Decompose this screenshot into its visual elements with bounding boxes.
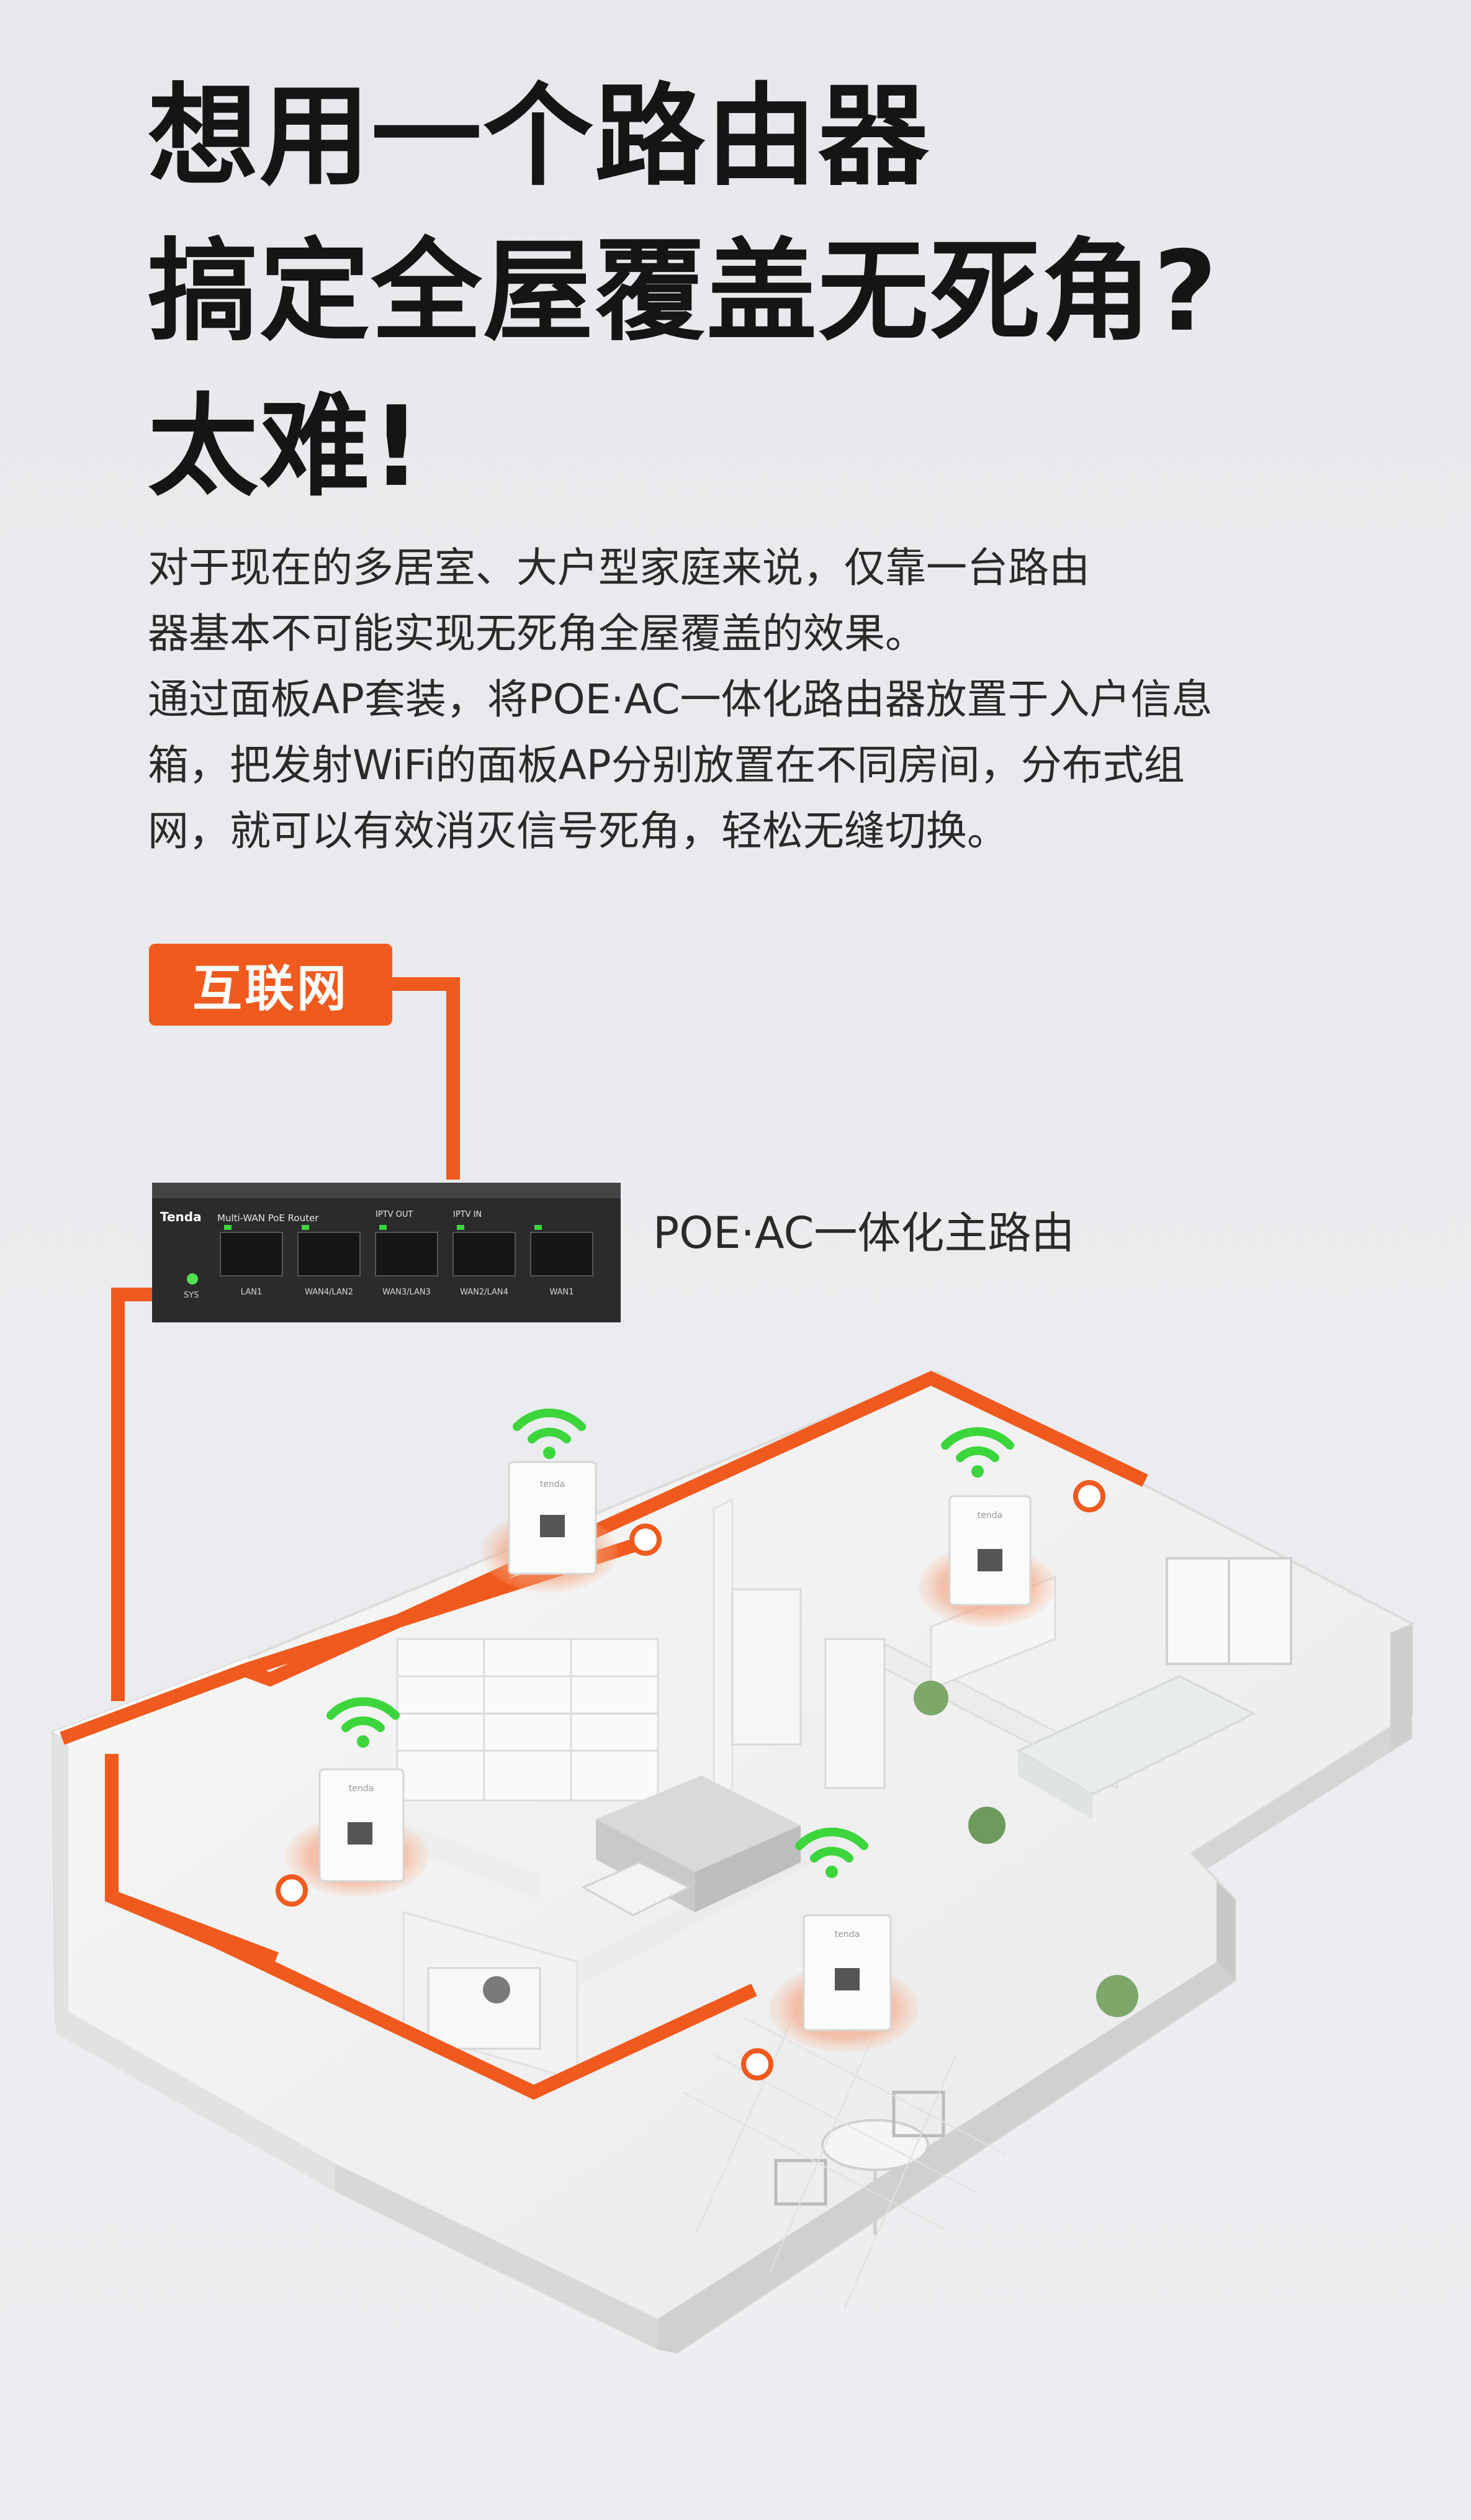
router-ports: LAN1 WAN4/LAN2 WAN3/LAN3 WAN2/LAN4 WAN1: [220, 1225, 593, 1297]
dining-table: [821, 2119, 929, 2171]
headline-line-2: 搞定全屋覆盖无死角?: [148, 227, 1219, 356]
internet-cable: [391, 977, 460, 1180]
router-port: WAN3/LAN3: [375, 1225, 438, 1297]
headline: 想用一个路由器 搞定全屋覆盖无死角? 太难!: [148, 59, 1218, 525]
house-model: [51, 1370, 1413, 2355]
floor-tiles: [682, 1986, 1006, 2310]
iptv-in-label: IPTV IN: [453, 1210, 482, 1219]
wall-right-side: [1217, 1881, 1235, 1980]
wifi-icon: [513, 1408, 586, 1459]
description-line: 器基本不可能实现无死角全屋覆盖的效果。: [148, 610, 926, 657]
panel-brand: tenda: [349, 1784, 374, 1794]
headline-line-3: 太难!: [148, 382, 423, 511]
plant: [968, 1807, 1005, 1844]
wall-front-right: [658, 1962, 1235, 2353]
router-port: WAN1: [530, 1225, 593, 1297]
router-port-label: WAN2/LAN4: [460, 1288, 508, 1297]
sys-label: SYS: [184, 1291, 199, 1300]
house-network-cable: [60, 1370, 1148, 2100]
shelves: [396, 1638, 659, 1802]
panel-ap-right: tenda: [919, 1427, 1105, 1627]
plant: [914, 1681, 948, 1715]
description-line: 对于现在的多居室、大户型家庭来说，仅靠一台路由: [148, 544, 1090, 592]
panel-brand: tenda: [540, 1479, 565, 1489]
router-port: LAN1: [220, 1225, 283, 1297]
router-model: Multi-WAN PoE Router: [217, 1213, 319, 1224]
door: [731, 1588, 802, 1746]
sink: [483, 1976, 510, 2003]
bath-cabinet: [427, 1967, 541, 2050]
internet-badge: 互联网: [149, 944, 392, 1026]
headline-line-1: 想用一个路由器: [148, 72, 930, 201]
router-brand: Tenda: [160, 1209, 202, 1224]
wifi-icon: [326, 1697, 400, 1748]
panel-ap-top: tenda: [481, 1408, 662, 1592]
router-port-label: WAN4/LAN2: [305, 1288, 353, 1297]
wall-right-step: [1192, 1714, 1412, 1869]
router-device: Tenda Multi-WAN PoE Router IPTV OUT IPTV…: [152, 1183, 621, 1322]
iptv-out-label: IPTV OUT: [376, 1210, 413, 1219]
chair: [774, 2159, 827, 2206]
description: 对于现在的多居室、大户型家庭来说，仅靠一台路由 器基本不可能实现无死角全屋覆盖的…: [148, 535, 1327, 864]
wall-front-left: [53, 1732, 335, 2192]
router-port-label: LAN1: [241, 1288, 262, 1297]
router-port: WAN4/LAN2: [297, 1225, 361, 1297]
door: [824, 1638, 886, 1789]
router-port: WAN2/LAN4: [452, 1225, 516, 1297]
wifi-icon: [941, 1427, 1014, 1478]
interior-wall: [713, 1497, 734, 1799]
coffee-table: [581, 1861, 691, 1917]
description-line: 通过面板AP套装，将POE·AC一体化路由器放置于入户信息: [148, 675, 1213, 723]
wifi-icon: [795, 1827, 868, 1878]
chair: [892, 2090, 945, 2138]
description-line: 箱，把发射WiFi的面板AP分别放置在不同房间，分布式组: [148, 741, 1185, 789]
wall-front-bottom: [335, 2164, 658, 2350]
panel-ap-left: tenda: [276, 1697, 428, 1907]
panel-brand: tenda: [978, 1511, 1002, 1520]
router-cable: [111, 1288, 152, 1701]
router-port-label: WAN3/LAN3: [382, 1288, 431, 1297]
wall-right-end: [1390, 1624, 1412, 1751]
panel-brand: tenda: [835, 1930, 860, 1940]
description-line: 网，就可以有效消灭信号死角，轻松无缝切换。: [148, 807, 1008, 855]
plant: [1096, 1975, 1138, 2017]
router-caption: POE·AC一体化主路由: [653, 1208, 1075, 1258]
router-port-label: WAN1: [549, 1288, 574, 1297]
panel-ap-center: tenda: [741, 1827, 919, 2080]
